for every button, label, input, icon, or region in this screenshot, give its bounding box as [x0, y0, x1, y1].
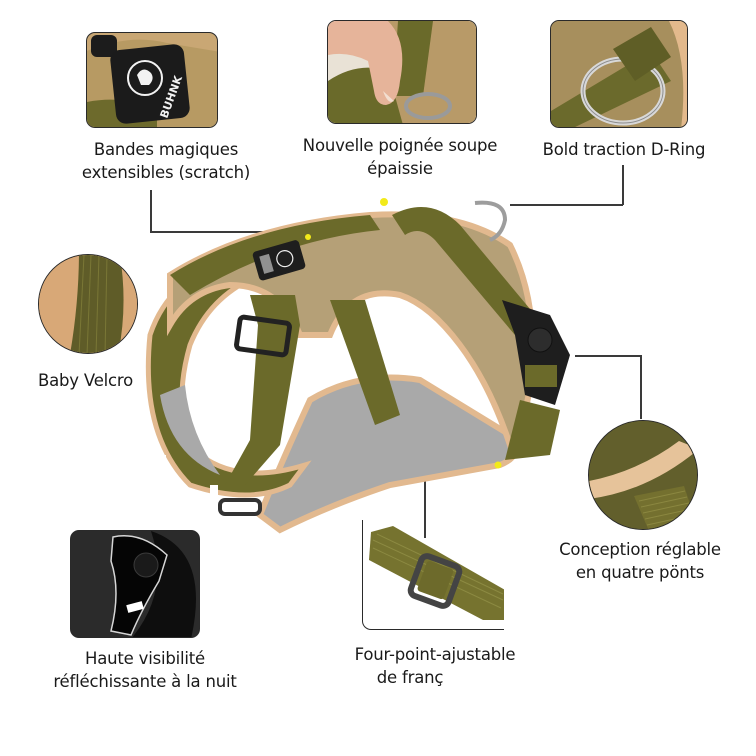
velcro-label: Baby Velcro	[38, 369, 133, 392]
handle-label: Nouvelle poignée soupe épaissie	[280, 134, 520, 180]
velcro-circle	[38, 254, 138, 354]
four-point-label: Four-point-ajustable de franç	[330, 643, 540, 689]
label-line: réfléchissante à la nuit	[53, 672, 237, 691]
leader-line-magic-bands	[150, 231, 318, 233]
label-line: de franç	[376, 668, 444, 687]
fabric-circle	[588, 420, 698, 530]
label-line: Bold traction D-Ring	[542, 140, 706, 159]
slider-buckle-thumbnail	[362, 520, 504, 630]
label-line: Baby Velcro	[38, 371, 134, 390]
leader-line-d-ring	[510, 204, 623, 206]
label-line: Bandes magiques	[93, 140, 239, 159]
leader-line-adjustable	[640, 355, 642, 419]
leader-line-adjustable	[575, 355, 641, 357]
label-line: épaissie	[367, 159, 433, 178]
reflective-thumbnail	[70, 530, 200, 638]
marker-dot	[380, 198, 388, 206]
leader-line-d-ring	[622, 165, 624, 205]
label-line: en quatre pönts	[575, 563, 705, 582]
d-ring-thumbnail	[550, 20, 688, 128]
marker-dot	[494, 461, 502, 469]
label-line: Four-point-ajustable	[354, 645, 516, 664]
reflective-label: Haute visibilité réfléchissante à la nui…	[30, 647, 260, 693]
label-line: Haute visibilité	[84, 649, 206, 668]
marker-dot	[305, 234, 311, 240]
adjustable-label: Conception réglable en quatre pönts	[540, 538, 740, 584]
logo-patch-thumbnail: BUHNK	[86, 32, 218, 128]
label-line: extensibles (scratch)	[81, 163, 251, 182]
harness-product-image	[130, 185, 590, 535]
leader-line-magic-bands	[150, 190, 152, 232]
label-line: Nouvelle poignée soupe	[302, 136, 498, 155]
leader-line-four-point	[424, 462, 426, 538]
magic-bands-label: Bandes magiques extensibles (scratch)	[56, 138, 276, 184]
d-ring-label: Bold traction D-Ring	[524, 138, 724, 161]
handle-thumbnail	[327, 20, 477, 124]
label-line: Conception réglable	[559, 540, 721, 559]
